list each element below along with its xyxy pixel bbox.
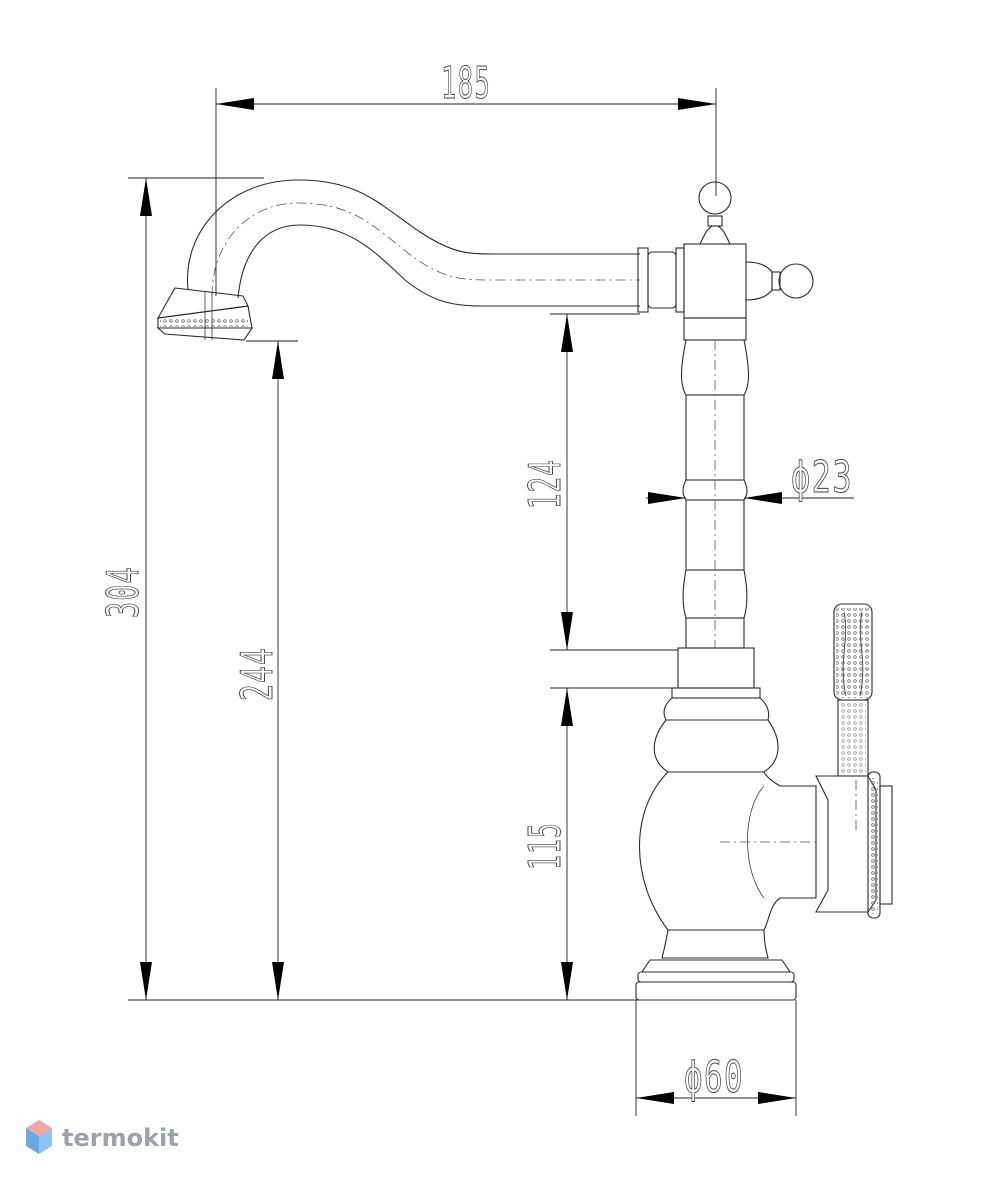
dimension-185: 185: [216, 58, 716, 110]
dim-label-185: 185: [441, 58, 491, 109]
dimension-124: 124: [520, 314, 573, 650]
dimension-d60: ϕ60: [636, 1052, 796, 1104]
aerator-head: [156, 287, 254, 341]
dimension-244: 244: [232, 341, 284, 1000]
dim-label-d60: ϕ60: [684, 1052, 744, 1103]
lower-body: [635, 697, 817, 1001]
column: [671, 339, 761, 699]
spout-outer: [186, 179, 640, 291]
dim-label-d23: ϕ23: [791, 452, 853, 503]
dim-label-115: 115: [520, 822, 571, 870]
extension-lines: [128, 88, 854, 1116]
spout-collar: [637, 247, 685, 313]
faucet-outline: [156, 179, 893, 1001]
dimension-304: 304: [98, 178, 152, 1000]
lever-handle: [815, 603, 893, 919]
spout-centerline: [211, 202, 640, 297]
brand-watermark: termokit: [24, 1116, 179, 1160]
top-hub: [683, 181, 814, 341]
dimension-d23: ϕ23: [646, 452, 853, 504]
termokit-logo-icon: [26, 1120, 52, 1154]
spout-inner: [237, 224, 640, 307]
dim-label-124: 124: [520, 459, 571, 509]
dim-label-304: 304: [98, 566, 149, 618]
dim-label-244: 244: [232, 647, 283, 701]
dimension-115: 115: [520, 688, 573, 1000]
brand-name: termokit: [62, 1124, 179, 1152]
